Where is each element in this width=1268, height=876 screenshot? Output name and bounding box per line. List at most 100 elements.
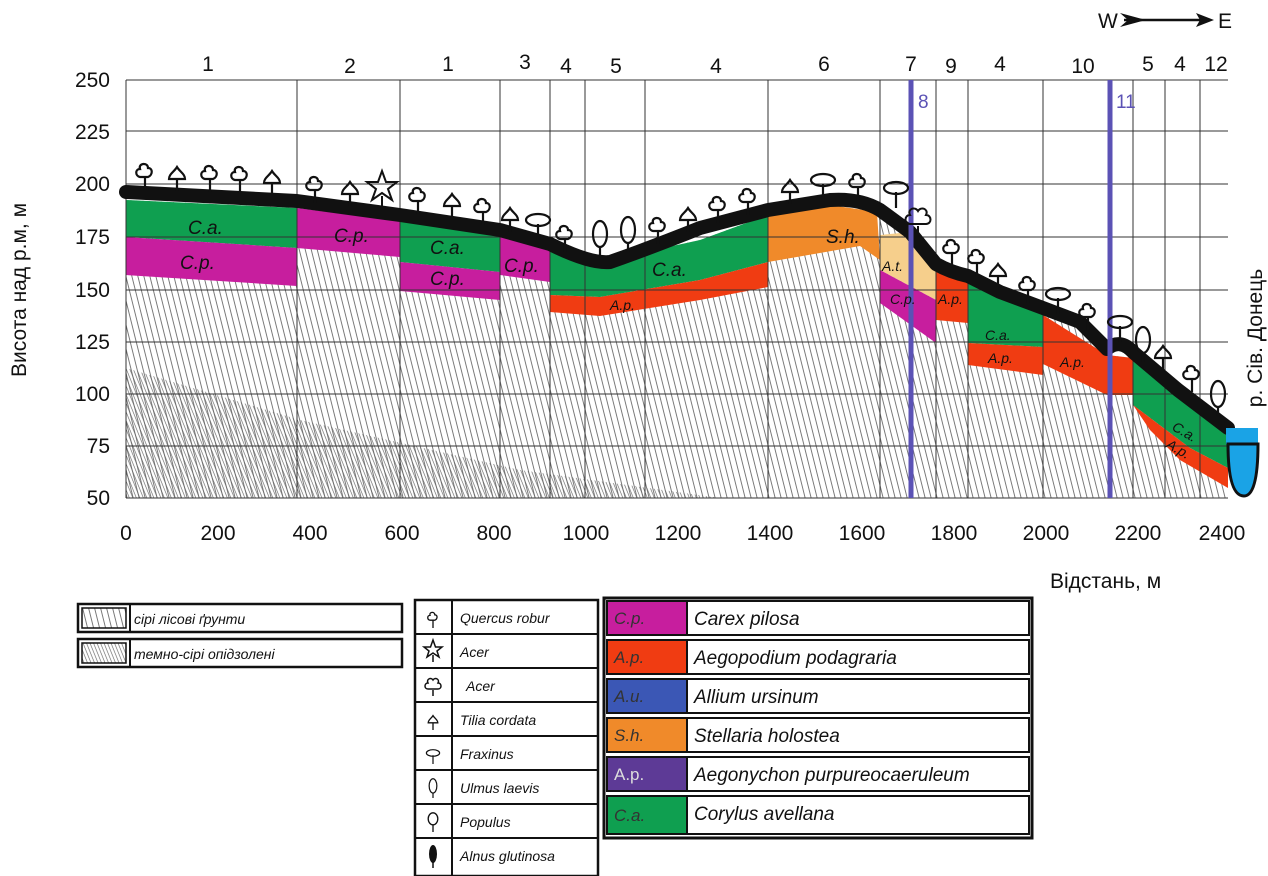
tree-legend-label: Fraxinus [460, 746, 514, 762]
zone-label-ca3: C.a. [652, 260, 687, 281]
x-tick-2400: 2400 [1199, 522, 1246, 545]
y-tick-75: 75 [87, 435, 110, 458]
segment-numbers: 1 2 1 3 4 5 4 6 7 9 4 10 5 4 12 [202, 51, 1228, 78]
x-tick-1200: 1200 [655, 522, 702, 545]
segment-number: 1 [442, 53, 454, 76]
x-tick-0: 0 [120, 522, 132, 545]
direction-arrowhead-icon [1196, 13, 1214, 27]
lobed-maple-tree [904, 207, 932, 236]
ash-icon [425, 749, 441, 765]
lobed-maple-icon [424, 677, 442, 696]
zone-corylus-1 [126, 200, 297, 248]
x-tick-1400: 1400 [747, 522, 794, 545]
zone-carex-5 [880, 270, 936, 343]
x-tick-200: 200 [200, 522, 235, 545]
oak-icon [427, 611, 438, 629]
y-tick-250: 250 [75, 69, 110, 92]
direction-start: W [1098, 10, 1118, 33]
tree-legend-label: Ulmus laevis [460, 780, 539, 796]
x-tick-600: 600 [384, 522, 419, 545]
segment-number: 4 [1174, 53, 1186, 76]
zone-corylus-2 [400, 221, 500, 272]
segment-number: 2 [344, 55, 356, 78]
herb-legend-code: A.p. [614, 765, 644, 784]
zone-label-cp3: C.p. [430, 269, 465, 290]
x-axis-title: Відстань, м [1050, 570, 1161, 593]
herb-legend-code: C.p. [614, 609, 645, 628]
herb-legend-row: C.p. Carex pilosa [606, 600, 1030, 636]
herb-legend-row: S.h. Stellaria holostea [606, 717, 1030, 753]
zone-carex-1 [126, 237, 297, 286]
herb-legend-label: Carex pilosa [694, 609, 800, 630]
soil-legend: сірі лісові ґрунти темно-сірі опідзолені [76, 602, 404, 669]
soil-legend-label: сірі лісові ґрунти [134, 611, 245, 627]
alder-icon [429, 845, 437, 868]
x-tick-400: 400 [292, 522, 327, 545]
herb-legend-code: C.a. [614, 806, 645, 825]
segment-number: 9 [945, 55, 957, 78]
direction-indicator: W E [1098, 10, 1232, 33]
poplar-icon [427, 812, 439, 833]
x-tick-2000: 2000 [1023, 522, 1070, 545]
linden-icon [427, 714, 439, 731]
y-tick-175: 175 [75, 226, 110, 249]
segment-number: 1 [202, 53, 214, 76]
zone-aegopodium-3 [968, 343, 1043, 375]
zone-aegopodium-1 [550, 262, 768, 316]
tree-legend-label: Populus [460, 814, 511, 830]
x-tick-800: 800 [476, 522, 511, 545]
zone-label-sh: S.h. [826, 227, 860, 248]
herb-legend-label: Stellaria holostea [694, 726, 840, 747]
zone-aegopodium-2 [936, 268, 968, 323]
transect-label-8: 8 [918, 92, 929, 113]
direction-arrow-icon [1120, 13, 1146, 27]
herb-legend-label: Allium ursinum [693, 687, 819, 708]
star-maple-icon [421, 637, 445, 662]
segment-number: 4 [560, 55, 572, 78]
zone-label-at: A.t. [881, 258, 903, 274]
herb-legend-code: A.p. [613, 648, 644, 667]
y-tick-225: 225 [75, 121, 110, 144]
river-water [1226, 428, 1258, 444]
zone-label-ap3: A.p. [987, 350, 1013, 366]
tree-legend-label: Acer [465, 678, 496, 694]
zone-label-cp1: C.p. [180, 253, 215, 274]
x-tick-1800: 1800 [931, 522, 978, 545]
zone-stellaria [768, 205, 880, 262]
tree-legend: Quercus robur Acer Acer Tilia cordata Fr… [413, 598, 600, 876]
segment-number: 7 [905, 53, 917, 76]
zone-carex-2 [297, 208, 400, 257]
x-axis: 0 200 400 600 800 1000 1200 1400 1600 18… [120, 522, 1245, 593]
grid [125, 79, 1228, 499]
segment-number: 12 [1204, 53, 1227, 76]
tree-row [135, 162, 1227, 418]
segment-number: 6 [818, 53, 830, 76]
tree-legend-label: Quercus robur [460, 610, 551, 626]
segment-number: 4 [710, 55, 722, 78]
zone-label-cp2: C.p. [334, 226, 369, 247]
river-bed [1226, 442, 1260, 498]
zone-corylus-3 [550, 215, 768, 297]
tree-legend-label: Alnus glutinosa [459, 848, 555, 864]
herb-legend-row: A.p. Aegonychon purpureocaeruleum [606, 756, 1030, 792]
zone-label-cp5: C.p. [890, 291, 916, 307]
zone-corylus-5 [1133, 358, 1228, 468]
y-tick-50: 50 [87, 487, 110, 510]
segment-number: 10 [1071, 55, 1094, 78]
river [1226, 428, 1260, 498]
herb-legend-row: A.u. Allium ursinum [606, 678, 1030, 714]
y-tick-125: 125 [75, 331, 110, 354]
y-tick-150: 150 [75, 279, 110, 302]
soil-swatch-dark [81, 642, 127, 664]
tree-legend-label: Tilia cordata [460, 712, 536, 728]
zone-label-cp4: C.p. [504, 256, 539, 277]
y-axis: 250 225 200 175 150 125 100 75 50 Висота… [8, 69, 110, 510]
herb-legend-row: C.a. Corylus avellana [606, 795, 1030, 835]
transect-label-11: 11 [1116, 92, 1136, 113]
soil-swatch-grey [81, 607, 127, 629]
river-label: р. Сів. Донець [1244, 269, 1267, 407]
herb-legend-code: A.u. [613, 687, 644, 706]
tree-legend-label: Acer [459, 644, 490, 660]
zone-label-ap1: A.p. [609, 297, 635, 313]
